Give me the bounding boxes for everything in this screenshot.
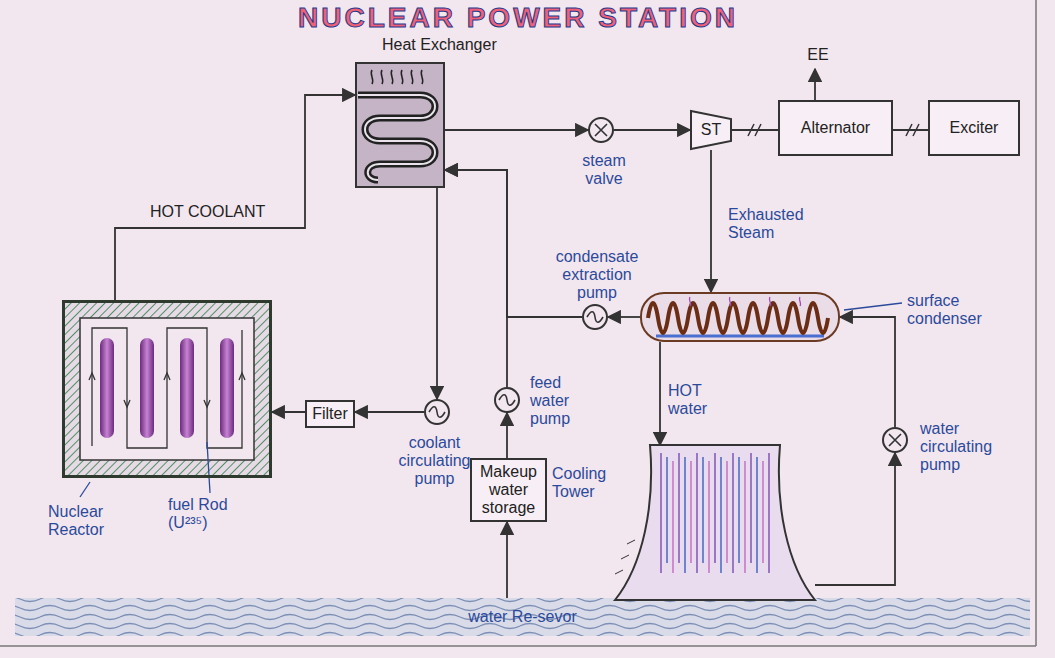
flow-line	[840, 317, 895, 427]
flow-line	[815, 453, 895, 585]
node-label: Makeup water storage	[476, 463, 541, 517]
node-caption: feed water pump	[530, 374, 592, 428]
condensate-pump: condensate extraction pump	[582, 304, 608, 330]
node-caption: Nuclear Reactor	[48, 503, 123, 539]
node-label: Filter	[312, 405, 348, 423]
node-caption: Heat Exchanger	[382, 36, 522, 54]
coolant-pump: coolant circulating pump	[424, 399, 450, 425]
flow-line	[436, 188, 438, 399]
flow-line	[710, 150, 712, 292]
flow-line	[355, 411, 424, 413]
node-caption: Cooling Tower	[552, 465, 612, 501]
shape-outline	[426, 401, 448, 423]
shape-outline	[884, 429, 906, 451]
edge-label: HOT water	[668, 382, 730, 418]
steam-turbine: ST	[690, 110, 732, 150]
shape-outline	[615, 445, 815, 600]
edge-label: HOT COOLANT	[150, 203, 300, 221]
node-label: Exciter	[950, 119, 999, 137]
shape-outline	[584, 306, 606, 328]
flow-line	[659, 342, 661, 445]
cooling-tower: Cooling Tower	[615, 445, 815, 600]
node-label: ST	[701, 121, 721, 139]
node-caption: coolant circulating pump	[387, 434, 482, 488]
water-circulating-pump: water circulating pump	[882, 427, 908, 453]
leader-line	[80, 482, 90, 497]
flow-line	[506, 522, 508, 598]
flow-line	[115, 95, 355, 300]
water-reservoir: water Re-sevor	[15, 598, 1030, 636]
reservoir-water	[15, 598, 1030, 636]
condenser-coil	[640, 292, 840, 342]
node-caption: surface condenser	[907, 292, 1019, 328]
flow-line	[445, 170, 582, 317]
shape-outline	[590, 119, 612, 141]
flow-line	[445, 170, 507, 387]
exciter-box: Exciter	[928, 100, 1020, 156]
node-caption: condensate extraction pump	[549, 248, 645, 302]
leader-line	[844, 303, 902, 310]
heat-exchanger-coil	[355, 62, 445, 188]
alternator-box: Alternator	[778, 100, 893, 156]
title: NUCLEAR POWER STATION	[0, 2, 1036, 34]
node-caption: water circulating pump	[920, 420, 1030, 474]
flow-line	[614, 129, 690, 131]
edge-label: Exhausted Steam	[728, 206, 838, 242]
node-label: Alternator	[801, 119, 870, 137]
flow-line	[732, 129, 778, 131]
frame-line	[0, 645, 1036, 647]
output-arrow	[814, 69, 816, 100]
surface-condenser: surface condenser	[640, 292, 840, 342]
shape-outline	[496, 389, 518, 411]
filter-box: Filter	[305, 400, 355, 428]
flow-line	[608, 316, 640, 318]
heat-exchanger: Heat Exchanger	[355, 62, 445, 188]
fuel-rod-label: fuel Rod (U²³⁵)	[168, 496, 252, 532]
flow-line	[445, 129, 588, 131]
nuclear-reactor: Nuclear Reactor	[62, 300, 272, 478]
leader-line	[207, 442, 210, 493]
node-label: water Re-sevor	[468, 608, 576, 626]
flow-line	[506, 413, 508, 458]
frame-line	[1035, 0, 1037, 646]
reactor-drawing	[62, 300, 272, 478]
steam-valve: steam valve	[588, 117, 614, 143]
node-caption: steam valve	[575, 152, 633, 188]
output-label: EE	[803, 46, 833, 64]
flow-line	[272, 411, 305, 413]
flow-line	[893, 129, 928, 131]
makeup-storage: Makeup water storage	[470, 458, 547, 522]
feed-pump: feed water pump	[494, 387, 520, 413]
